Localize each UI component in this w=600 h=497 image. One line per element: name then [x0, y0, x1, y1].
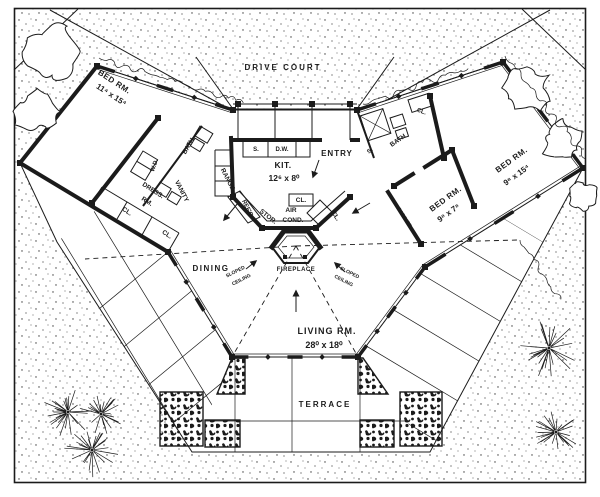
tree — [12, 87, 62, 132]
label-fireplace: FIREPLACE — [277, 267, 316, 273]
vanity-fixtures — [154, 181, 182, 206]
flow-arrows — [223, 159, 371, 312]
sloped-arrow-right — [333, 261, 346, 273]
plant — [520, 321, 575, 377]
label-terrace: TERRACE — [299, 400, 352, 409]
fixtures-layer — [91, 92, 434, 253]
plant — [535, 411, 577, 450]
plant — [44, 389, 93, 436]
bath-right-fixtures — [389, 113, 410, 141]
bush-band — [519, 239, 562, 300]
label-living-dims: 28⁰ x 18⁰ — [305, 340, 343, 350]
landscaping-layer — [12, 22, 598, 478]
ridge-lines — [84, 239, 518, 358]
washer-dryer — [129, 150, 159, 182]
wall-junctions — [17, 59, 586, 360]
bath-left-fixtures — [189, 125, 214, 153]
air-cond-unit — [306, 199, 334, 227]
tree — [500, 66, 551, 112]
closet-right-box — [407, 92, 434, 113]
sloped-arrow-left — [245, 260, 258, 270]
plant — [64, 431, 119, 478]
planter — [204, 419, 241, 448]
planter — [359, 419, 395, 448]
label-cl-bath-right: CL. — [416, 108, 427, 117]
wall-layer — [17, 63, 477, 255]
tree — [541, 118, 583, 158]
label-cl-dress-a: CL. — [121, 206, 134, 218]
bush-band — [504, 55, 586, 159]
property-lines — [13, 8, 587, 111]
label-kit-dims: 12⁶ x 8⁰ — [269, 173, 301, 183]
label-cl-kit-right: CL. — [329, 210, 341, 223]
label-dining: DINING — [193, 264, 230, 273]
bush-band — [362, 68, 469, 105]
label-cl-dress-b: CL. — [161, 229, 174, 241]
planter — [357, 357, 390, 395]
planter — [399, 391, 443, 447]
entry-arrow — [311, 159, 320, 179]
tree — [21, 22, 81, 81]
label-shower-right: S. — [366, 147, 374, 155]
label-aircond-2: COND. — [283, 217, 304, 224]
label-living-name: LIVING RM. — [298, 326, 357, 336]
label-cl-kit-top: CL. — [296, 197, 307, 204]
label-entry: ENTRY — [321, 149, 353, 158]
plant — [79, 395, 121, 434]
label-sink-left: S. — [253, 147, 259, 153]
hall-arrow-left — [223, 202, 239, 222]
label-kit-name: KIT. — [274, 160, 291, 170]
shower-right — [359, 107, 392, 142]
planter — [159, 391, 204, 447]
bush-band — [98, 57, 244, 104]
label-drive-court: DRIVE COURT — [244, 63, 321, 72]
planter-boxes — [159, 357, 443, 448]
carport-front — [195, 56, 395, 140]
label-dishwasher: D.W. — [276, 147, 289, 153]
label-aircond-1: AIR — [285, 207, 297, 214]
fireplace-hexagon — [268, 228, 324, 264]
terrace-grid — [192, 357, 430, 452]
label-wd-left: W.D. — [150, 158, 160, 173]
tree — [568, 181, 598, 212]
hall-arrow-right — [351, 202, 371, 214]
